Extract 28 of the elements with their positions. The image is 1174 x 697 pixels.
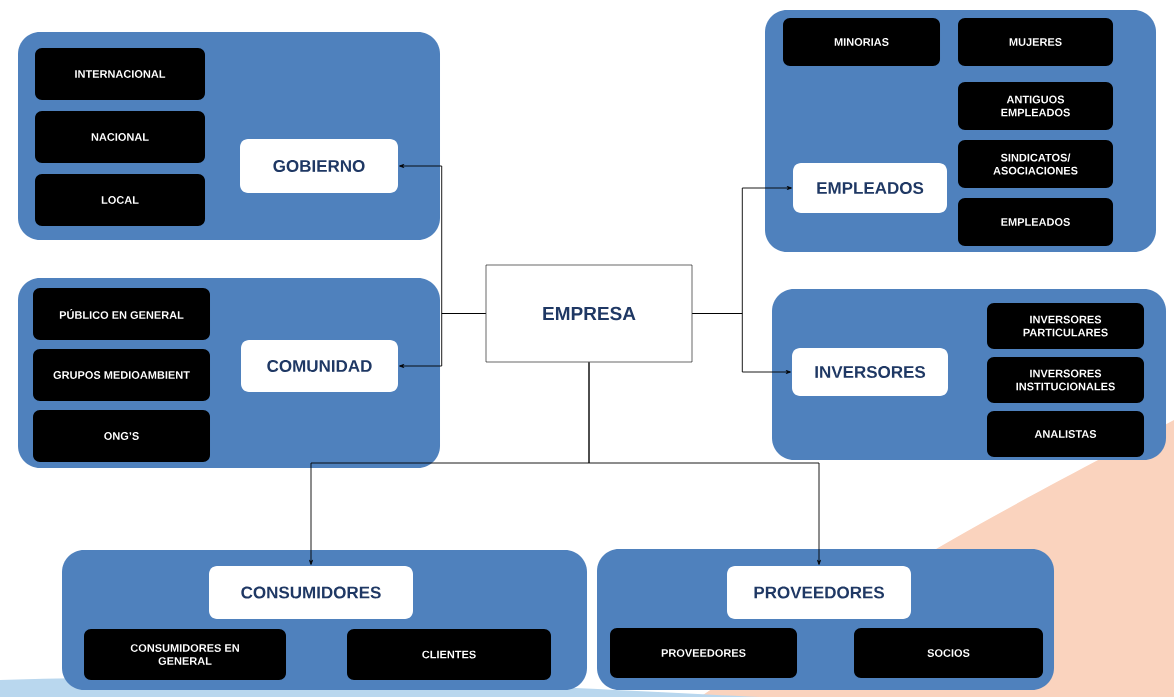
label-box: NACIONAL: [35, 111, 205, 163]
label-box: EMPLEADOS: [958, 198, 1113, 246]
category-box: EMPLEADOS: [793, 163, 947, 213]
label-box: LOCAL: [35, 174, 205, 226]
label-box: SOCIOS: [854, 628, 1043, 678]
arrow: [399, 313, 487, 368]
label-box: ANTIGUOS EMPLEADOS: [958, 82, 1113, 130]
label-box: INTERNACIONAL: [35, 48, 205, 100]
central-box: EMPRESA: [485, 264, 693, 363]
arrow: [691, 313, 791, 374]
category-box: GOBIERNO: [240, 139, 398, 193]
category-box: PROVEEDORES: [727, 566, 911, 619]
arrow: [588, 361, 821, 565]
label-box: MUJERES: [958, 18, 1113, 66]
category-box: CONSUMIDORES: [209, 566, 413, 619]
label-box: SINDICATOS/ ASOCIACIONES: [958, 140, 1113, 188]
label-box: CLIENTES: [347, 629, 551, 680]
label-box: PÚBLICO EN GENERAL: [33, 288, 210, 340]
label-box: PROVEEDORES: [610, 628, 797, 678]
label-box: CONSUMIDORES EN GENERAL: [84, 629, 286, 680]
category-box: INVERSORES: [792, 348, 948, 396]
label-box: ONG’S: [33, 410, 210, 462]
category-box: COMUNIDAD: [241, 340, 398, 392]
label-box: MINORIAS: [783, 18, 940, 66]
label-box: GRUPOS MEDIOAMBIENT: [33, 349, 210, 401]
label-box: ANALISTAS: [987, 411, 1144, 457]
label-box: INVERSORES INSTITUCIONALES: [987, 357, 1144, 403]
label-box: INVERSORES PARTICULARES: [987, 303, 1144, 349]
